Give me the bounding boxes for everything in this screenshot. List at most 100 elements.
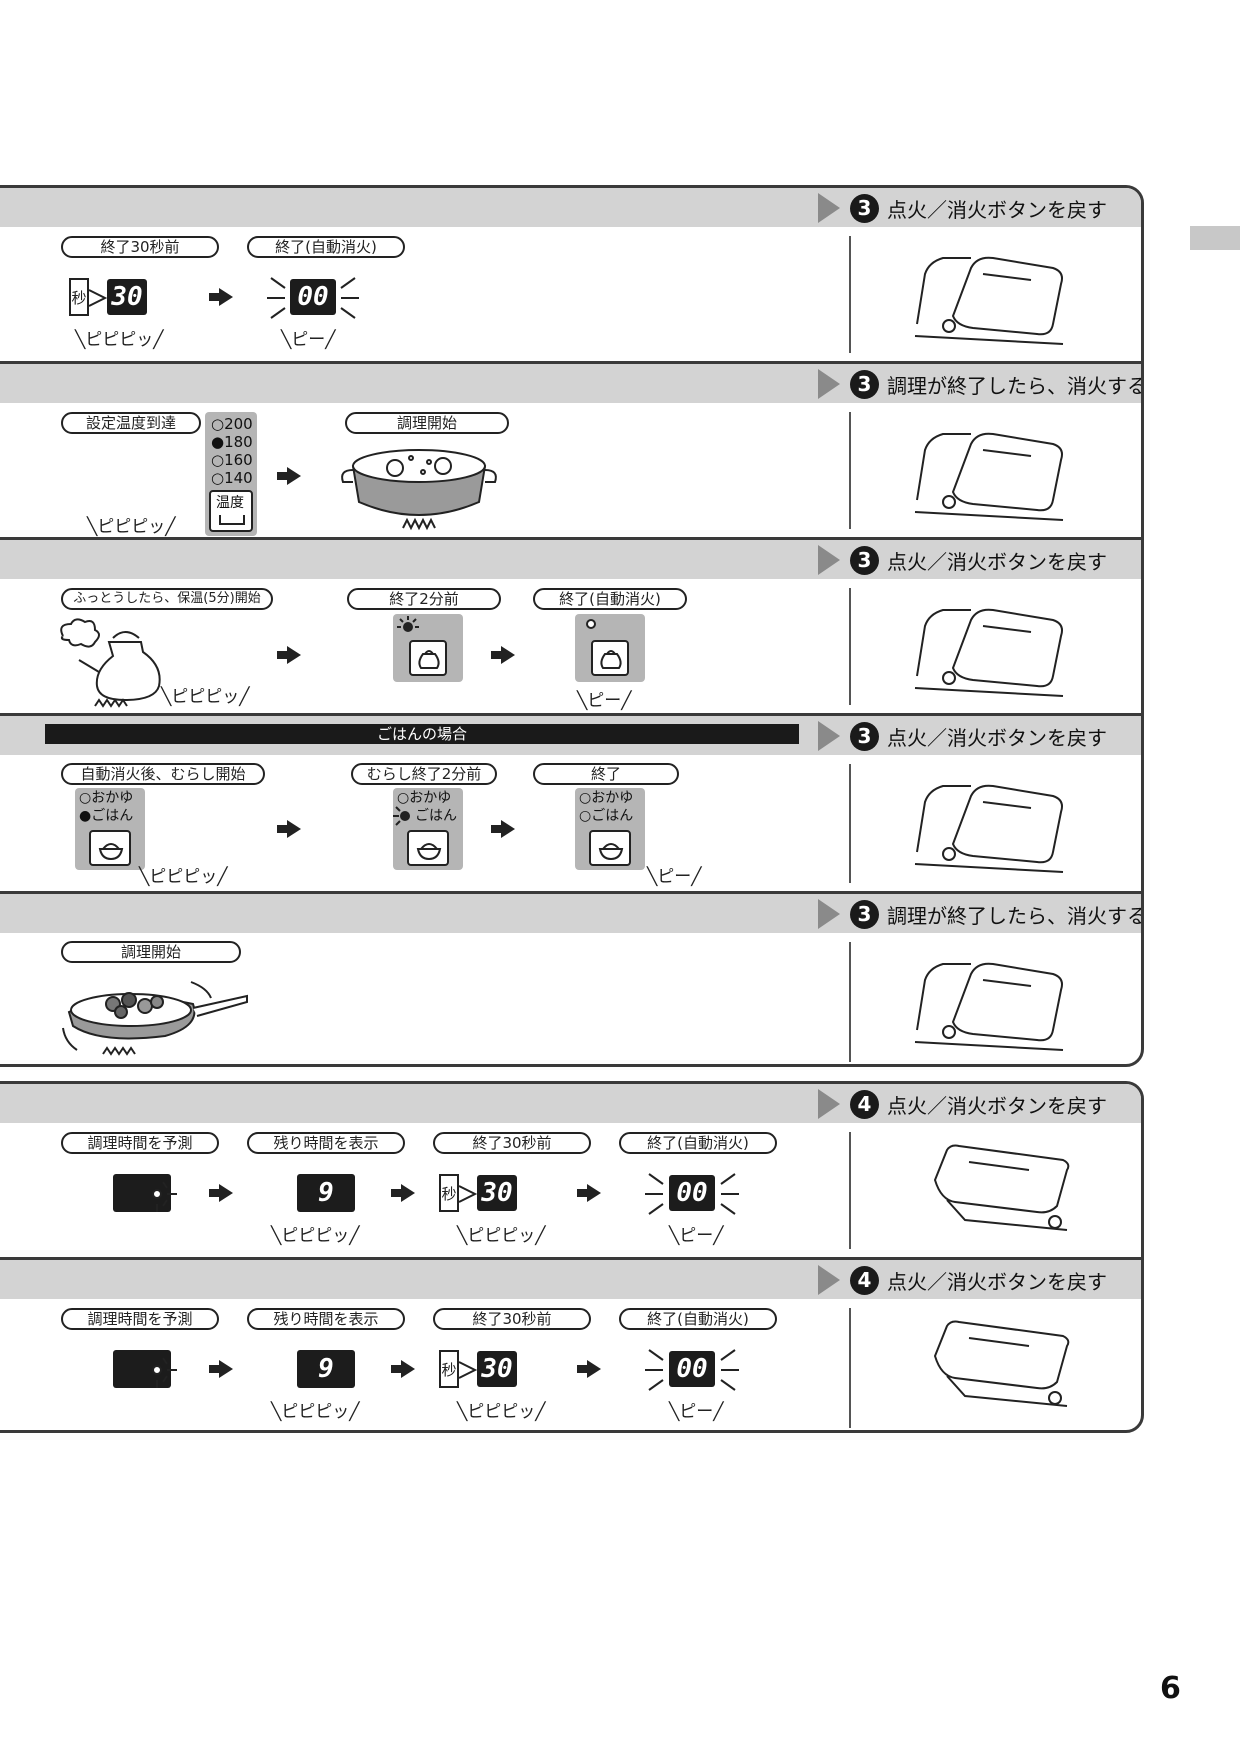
- option-rice: ●ごはん: [79, 808, 134, 824]
- step-arrow-icon: [818, 1089, 840, 1119]
- instruction-frame-top: 3 点火／消火ボタンを戻す 終了30秒前 終了(自動消火) 秒 30 00 ╲ピ…: [0, 185, 1144, 1067]
- kettle-mini-icon: [418, 650, 440, 669]
- step-header: 3 点火／消火ボタンを戻す: [818, 544, 1107, 576]
- step-header: 3 点火／消火ボタンを戻す: [818, 720, 1107, 752]
- step-arrow-icon: [818, 545, 840, 575]
- beep-text: ╲ピピピッ╱: [457, 1226, 546, 1246]
- beep-text: ╲ピピピッ╱: [161, 687, 250, 707]
- keepwarm-panel-blinking: [393, 614, 463, 682]
- lcd-display-30: 30: [477, 1351, 517, 1387]
- seconds-label: 秒: [69, 278, 89, 316]
- section-kettle: 3 点火／消火ボタンを戻す ふっとうしたら、保温(5分)開始 終了2分前 終了(…: [0, 540, 1141, 716]
- keepwarm-panel-off: [575, 614, 645, 682]
- step-number: 4: [850, 1265, 879, 1295]
- arrow-right-icon: [391, 1360, 415, 1378]
- kettle-mini-icon: [600, 650, 622, 669]
- label-remaining-time: 残り時間を表示: [247, 1132, 405, 1154]
- beep-text: ╲ピー╱: [577, 691, 632, 711]
- step-number: 3: [850, 193, 879, 223]
- stove-knob-icon: [914, 962, 1064, 1051]
- rice-button: [407, 830, 449, 866]
- rice-bowl-icon: [416, 843, 442, 861]
- divider: [849, 412, 851, 529]
- step-number: 3: [850, 721, 879, 751]
- step-arrow-icon: [818, 1265, 840, 1295]
- flash-rays-icon: [152, 1357, 177, 1388]
- lcd-display-00: 00: [669, 1175, 715, 1211]
- beep-text: ╲ピピピッ╱: [271, 1402, 360, 1422]
- kettle-icon: [60, 618, 161, 708]
- blinking-lamp-icon: [393, 806, 410, 826]
- rice-button: [589, 830, 631, 866]
- label-predict-time: 調理時間を予測: [61, 1132, 219, 1154]
- pointer-icon: [458, 1361, 478, 1379]
- flash-rays-icon: [267, 277, 359, 319]
- label-30s-before: 終了30秒前: [433, 1132, 591, 1154]
- frying-pan-icon: [62, 981, 248, 1056]
- arrow-right-icon: [277, 820, 301, 838]
- section-timer-end: 3 点火／消火ボタンを戻す 終了30秒前 終了(自動消火) 秒 30 00 ╲ピ…: [0, 188, 1141, 364]
- pot-base-icon: [219, 515, 245, 525]
- rice-bowl-icon: [598, 843, 624, 861]
- step-header: 3 点火／消火ボタンを戻す: [818, 192, 1107, 224]
- divider: [849, 1308, 851, 1428]
- lcd-display-remaining: 9: [297, 1350, 355, 1388]
- step-text: 点火／消火ボタンを戻す: [887, 725, 1107, 750]
- step-header: 4 点火／消火ボタンを戻す: [818, 1264, 1107, 1296]
- divider: [849, 764, 851, 883]
- divider: [849, 942, 851, 1062]
- stove-knob-icon: [914, 784, 1064, 873]
- divider: [849, 236, 851, 353]
- beep-text: ╲ピピピッ╱: [75, 330, 164, 350]
- lcd-display-remaining: 9: [297, 1174, 355, 1212]
- label-auto-off: 終了(自動消火): [533, 588, 687, 610]
- side-index-tab: [1190, 226, 1240, 250]
- seconds-label: 秒: [439, 1350, 459, 1388]
- label-end: 終了: [533, 763, 679, 785]
- option-rice: ごはん: [415, 808, 457, 824]
- kettle-button: [409, 640, 447, 676]
- section-band: [0, 1084, 1141, 1123]
- label-steam-2min: むらし終了2分前: [351, 763, 497, 785]
- rice-case-bar: ごはんの場合: [45, 724, 799, 744]
- grill-knob-icon: [933, 1144, 1070, 1231]
- instruction-frame-bottom: 4 点火／消火ボタンを戻す 調理時間を予測 残り時間を表示 終了30秒前 終了(…: [0, 1081, 1144, 1433]
- step-header: 3 調理が終了したら、消火する: [818, 368, 1141, 400]
- section-frying: 3 調理が終了したら、消火する 調理開始: [0, 894, 1141, 1064]
- label-temp-reached: 設定温度到達: [61, 412, 201, 434]
- step-text: 点火／消火ボタンを戻す: [887, 549, 1107, 574]
- label-30s-before: 終了30秒前: [61, 236, 219, 258]
- temp-button: 温度: [209, 490, 253, 532]
- step-arrow-icon: [818, 721, 840, 751]
- label-remaining-time: 残り時間を表示: [247, 1308, 405, 1330]
- arrow-right-icon: [277, 467, 301, 485]
- page-number: 6: [1160, 1671, 1181, 1706]
- arrow-right-icon: [277, 646, 301, 664]
- label-cooking-start: 調理開始: [345, 412, 509, 434]
- rice-button: [89, 830, 131, 866]
- stove-knob-icon: [914, 432, 1064, 521]
- temp-140: ○140: [211, 469, 253, 487]
- label-auto-off: 終了(自動消火): [619, 1132, 777, 1154]
- rice-panel-c: ○おかゆ ○ごはん: [575, 788, 645, 870]
- beep-text: ╲ピピピッ╱: [87, 517, 176, 537]
- beep-text: ╲ピピピッ╱: [139, 867, 228, 887]
- arrow-right-icon: [491, 646, 515, 664]
- lcd-display-00: 00: [669, 1351, 715, 1387]
- rice-panel-a: ○おかゆ ●ごはん: [75, 788, 145, 870]
- arrow-right-icon: [209, 1360, 233, 1378]
- step-header: 3 調理が終了したら、消火する: [818, 898, 1141, 930]
- label-boil-keepwarm: ふっとうしたら、保温(5分)開始: [61, 588, 273, 610]
- pointer-icon: [88, 289, 108, 307]
- beep-text: ╲ピー╱: [669, 1402, 724, 1422]
- pointer-icon: [458, 1185, 478, 1203]
- step-number: 3: [850, 545, 879, 575]
- step-arrow-icon: [818, 899, 840, 929]
- temp-160: ○160: [211, 451, 253, 469]
- option-porridge: ○おかゆ: [579, 790, 634, 806]
- rice-panel-b: ○おかゆ ごはん: [393, 788, 463, 870]
- flash-rays-icon: [645, 1173, 739, 1215]
- divider: [849, 1132, 851, 1249]
- beep-text: ╲ピピピッ╱: [271, 1226, 360, 1246]
- option-porridge: ○おかゆ: [397, 790, 452, 806]
